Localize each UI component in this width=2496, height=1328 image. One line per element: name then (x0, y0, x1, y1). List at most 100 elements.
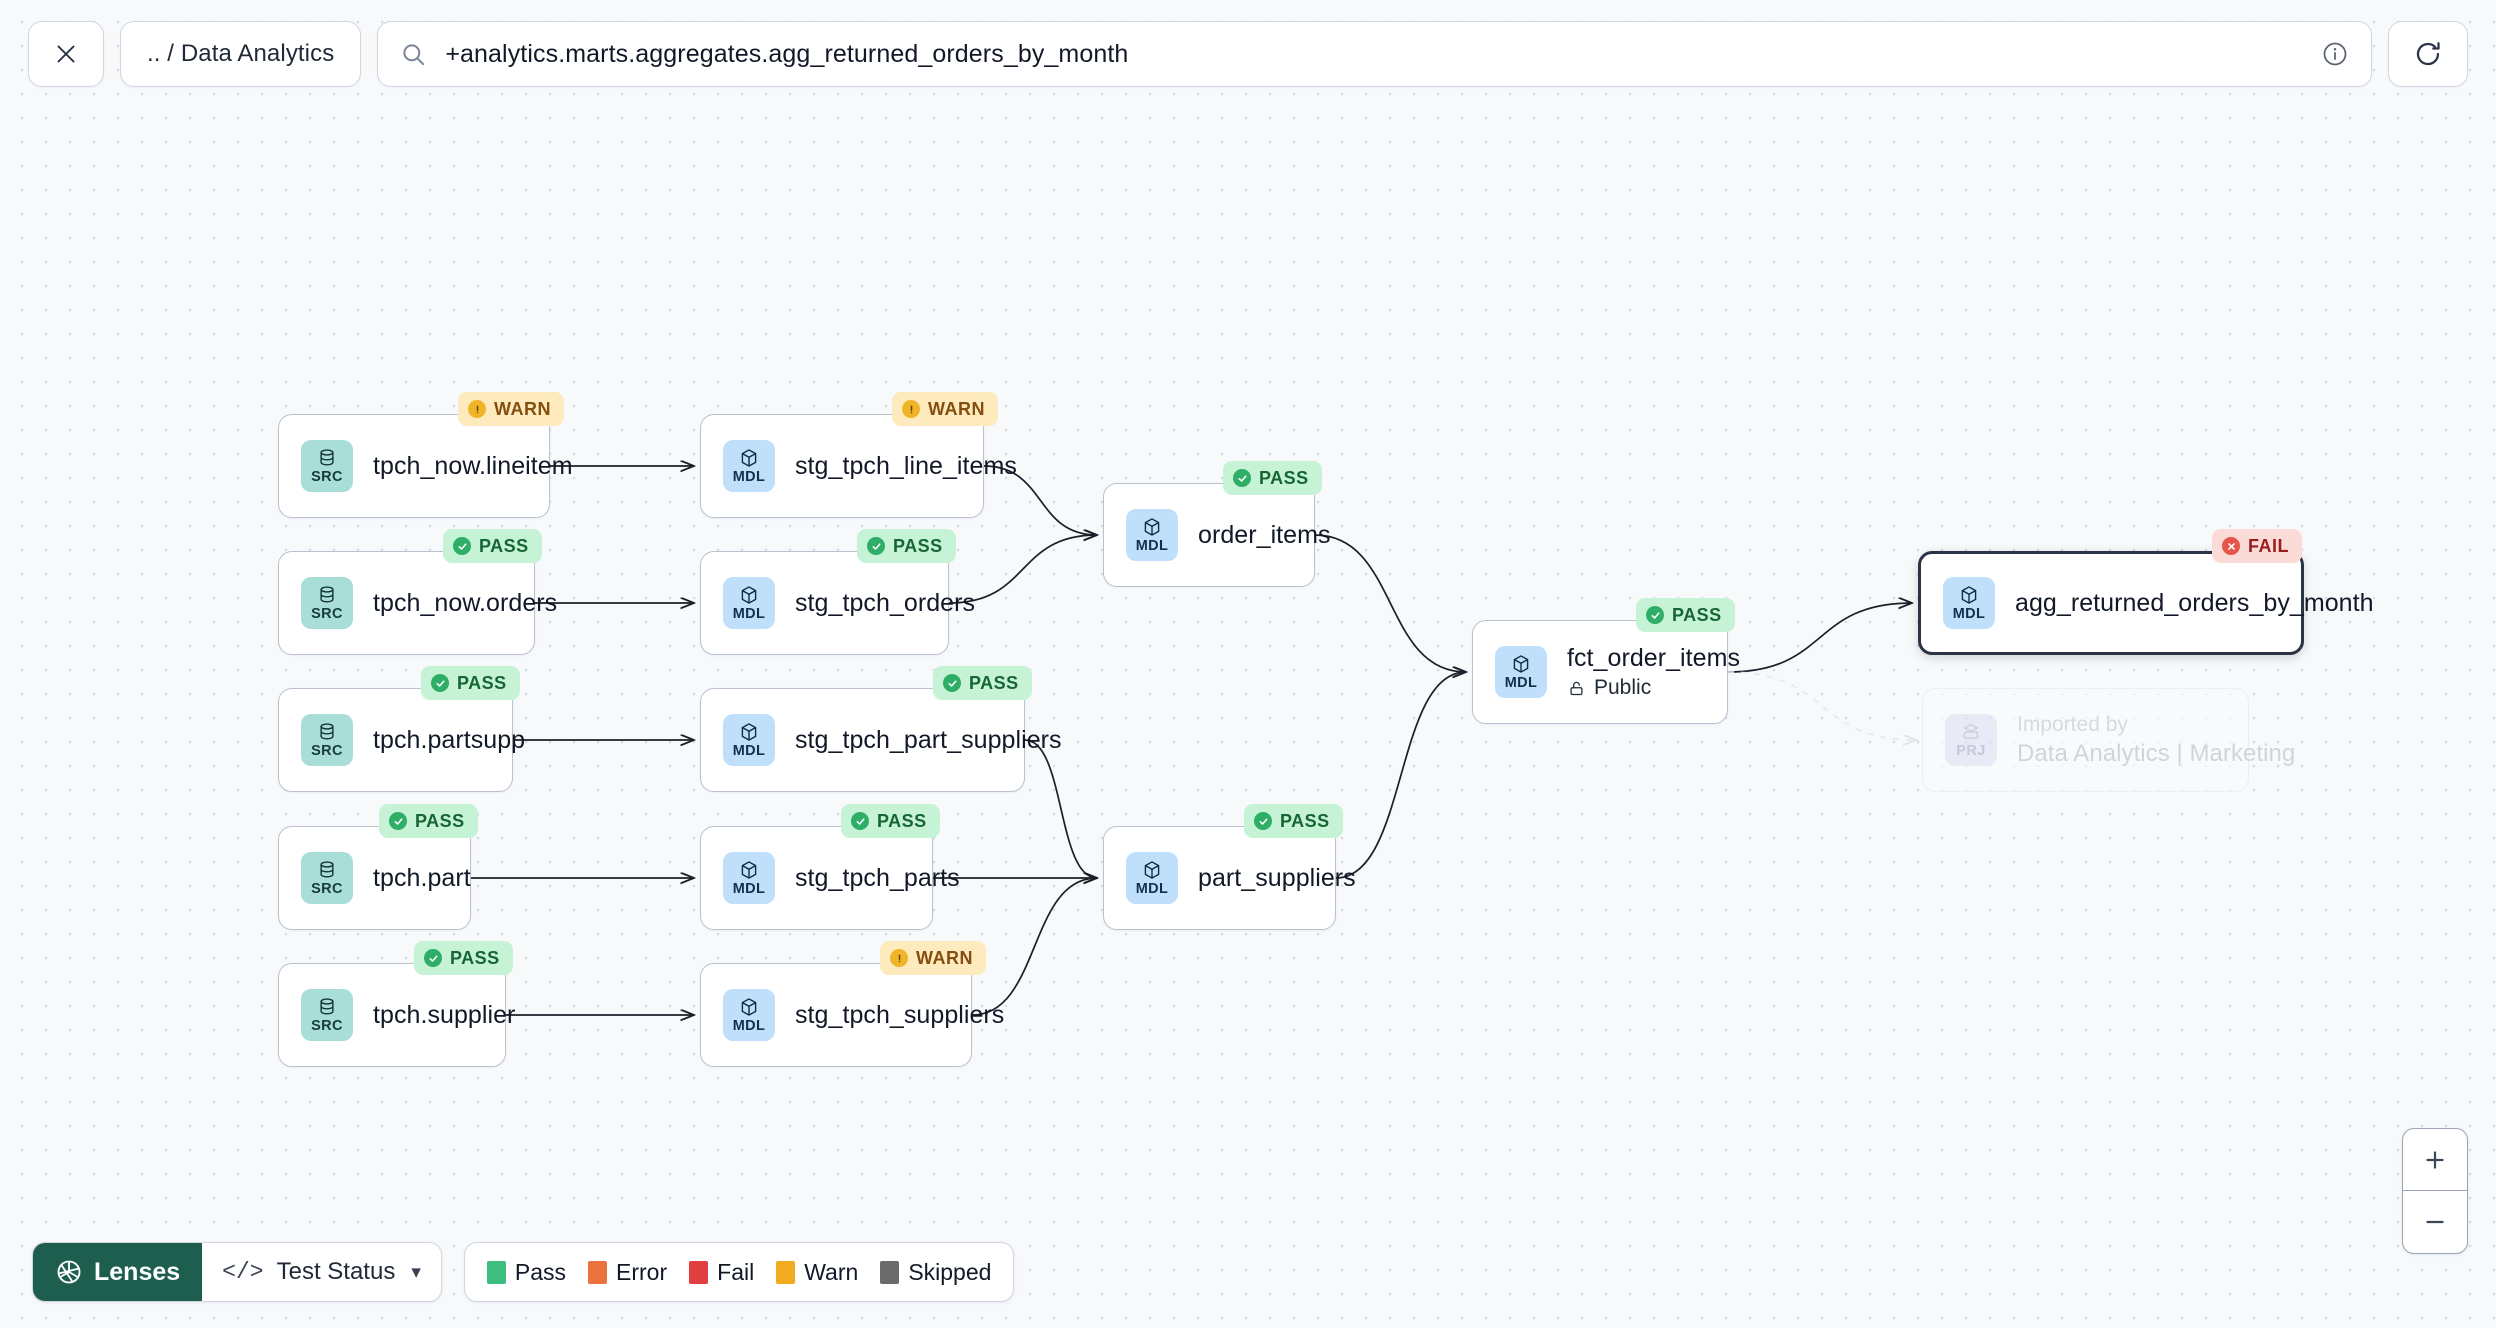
info-icon[interactable] (2321, 40, 2349, 68)
refresh-button[interactable] (2388, 21, 2468, 87)
legend-item-error[interactable]: Error (588, 1259, 667, 1286)
status-pass-icon (424, 949, 442, 967)
search-input[interactable]: +analytics.marts.aggregates.agg_returned… (377, 21, 2372, 87)
lenses-button[interactable]: Lenses (33, 1243, 203, 1301)
lineage-node-stg_tpch_line_items[interactable]: MDL stg_tpch_line_items (700, 414, 1017, 518)
node-type-label: MDL (732, 606, 766, 623)
status-badge-stg_tpch_line_items[interactable]: WARN (892, 392, 998, 426)
status-label: WARN (928, 398, 985, 419)
status-badge-agg_returned_orders_by_month[interactable]: FAIL (2212, 529, 2302, 563)
edge-stg_tpch_suppliers-to-part_suppliers (971, 878, 1097, 1016)
status-badge-tpch_now_orders[interactable]: PASS (443, 529, 542, 563)
test-status-dropdown[interactable]: </> Test Status ▾ (202, 1243, 441, 1301)
node-title: stg_tpch_parts (795, 863, 960, 892)
database-icon (320, 861, 334, 878)
status-badge-tpch_supplier[interactable]: PASS (414, 941, 513, 975)
node-title: agg_returned_orders_by_month (2015, 588, 2374, 617)
refresh-icon (2416, 42, 2440, 66)
close-icon (57, 45, 75, 63)
node-type-label: SRC (311, 469, 343, 486)
status-badge-tpch_partsupp[interactable]: PASS (421, 666, 520, 700)
lineage-node-stg_tpch_parts[interactable]: MDL stg_tpch_parts (700, 826, 960, 930)
legend-label: Pass (514, 1258, 567, 1285)
top-toolbar: .. / Data Analytics +analytics.marts.agg… (0, 0, 2496, 108)
node-type-badge: MDL (723, 852, 775, 904)
node-title: tpch_now.orders (373, 588, 558, 617)
status-badge-stg_tpch_suppliers[interactable]: WARN (880, 941, 986, 975)
status-badge-stg_tpch_parts[interactable]: PASS (841, 804, 940, 838)
node-type-badge: SRC (301, 714, 353, 766)
node-title: stg_tpch_part_suppliers (795, 725, 1062, 754)
status-legend: Pass Error Fail Warn Skipped (463, 1242, 1015, 1302)
status-label: PASS (479, 535, 529, 556)
node-type-label: SRC (311, 743, 343, 760)
legend-item-warn[interactable]: Warn (776, 1259, 858, 1286)
status-label: PASS (450, 947, 500, 968)
node-type-badge: PRJ (1945, 714, 1997, 766)
node-type-label: PRJ (1956, 743, 1986, 760)
unlock-icon (1570, 681, 1583, 695)
legend-swatch-icon (776, 1260, 796, 1284)
node-labels: stg_tpch_line_items (795, 452, 1017, 481)
node-labels: order_items (1198, 521, 1330, 550)
legend-swatch-icon (880, 1260, 900, 1284)
test-status-label: Test Status (276, 1258, 396, 1285)
edge-fct_order_items-to-agg_returned_orders_by_month (1727, 603, 1912, 673)
breadcrumb[interactable]: .. / Data Analytics (120, 21, 362, 87)
status-pass-icon (851, 812, 869, 830)
status-label: PASS (457, 672, 507, 693)
zoom-in-button[interactable] (2403, 1129, 2467, 1191)
node-type-badge: SRC (301, 440, 353, 492)
node-labels: stg_tpch_parts (795, 863, 960, 893)
database-icon (320, 586, 334, 603)
legend-item-skipped[interactable]: Skipped (880, 1259, 991, 1286)
lineage-node-tpch_now_lineitem[interactable]: SRC tpch_now.lineitem (278, 414, 573, 518)
chevron-down-icon: ▾ (411, 1261, 421, 1283)
node-type-badge: MDL (723, 440, 775, 492)
status-badge-order_items[interactable]: PASS (1223, 461, 1322, 495)
node-type-label: SRC (311, 881, 343, 898)
cube-icon (1961, 586, 1977, 605)
cube-icon (741, 449, 757, 468)
status-badge-stg_tpch_orders[interactable]: PASS (857, 529, 956, 563)
status-badge-tpch_part[interactable]: PASS (379, 804, 478, 838)
edge-stg_tpch_part_suppliers-to-part_suppliers (1024, 739, 1097, 878)
status-badge-stg_tpch_part_suppliers[interactable]: PASS (933, 666, 1032, 700)
search-value[interactable]: +analytics.marts.aggregates.agg_returned… (445, 39, 1129, 68)
status-pass-icon (943, 674, 961, 692)
cube-icon (741, 586, 757, 605)
status-badge-fct_order_items[interactable]: PASS (1636, 598, 1735, 632)
status-label: PASS (877, 810, 927, 831)
zoom-out-button[interactable] (2403, 1191, 2467, 1253)
legend-label: Warn (804, 1258, 859, 1285)
node-title: tpch.part (373, 863, 471, 892)
node-labels: tpch_now.orders (373, 588, 558, 618)
close-button[interactable] (28, 21, 104, 87)
legend-item-pass[interactable]: Pass (486, 1258, 567, 1286)
status-warn-icon (890, 949, 908, 967)
lineage-node-agg_returned_orders_by_month[interactable]: MDL agg_returned_orders_by_month (1918, 551, 2374, 655)
cube-icon (741, 861, 757, 880)
legend-swatch-icon (486, 1260, 506, 1284)
status-label: FAIL (2248, 535, 2289, 556)
status-badge-tpch_now_lineitem[interactable]: WARN (458, 392, 564, 426)
database-icon (320, 449, 334, 466)
bottom-toolbar: Lenses </> Test Status ▾ Pass Error Fail Wa… (32, 1242, 1015, 1302)
node-title: tpch_now.lineitem (373, 451, 573, 480)
legend-item-fail[interactable]: Fail (689, 1259, 754, 1286)
lineage-node-tpch_part[interactable]: SRC tpch.part (278, 826, 471, 930)
status-badge-part_suppliers[interactable]: PASS (1244, 804, 1343, 838)
node-type-badge: MDL (1943, 577, 1995, 629)
